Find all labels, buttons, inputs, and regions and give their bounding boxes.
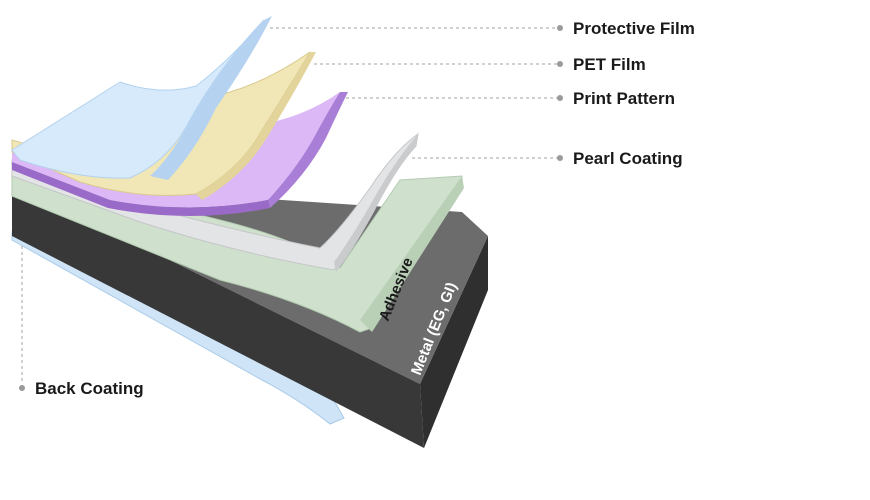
print-pattern-dot xyxy=(557,95,563,101)
callout-print-pattern: Print Pattern xyxy=(346,89,675,108)
pearl-coating-label: Pearl Coating xyxy=(573,149,683,168)
pearl-coating-dot xyxy=(557,155,563,161)
callout-protective-film: Protective Film xyxy=(270,19,695,38)
protective-film-dot xyxy=(557,25,563,31)
print-pattern-layer xyxy=(12,92,348,216)
print-pattern-label: Print Pattern xyxy=(573,89,675,108)
callout-back-coating: Back Coating xyxy=(19,246,144,398)
callout-pearl-coating: Pearl Coating xyxy=(412,149,683,168)
protective-film-label: Protective Film xyxy=(573,19,695,38)
protective-film-layer xyxy=(11,16,272,180)
back-coating-dot xyxy=(19,385,25,391)
callout-pet-film: PET Film xyxy=(314,55,646,74)
back-coating-label: Back Coating xyxy=(35,379,144,398)
pet-film-dot xyxy=(557,61,563,67)
pet-film-label: PET Film xyxy=(573,55,646,74)
